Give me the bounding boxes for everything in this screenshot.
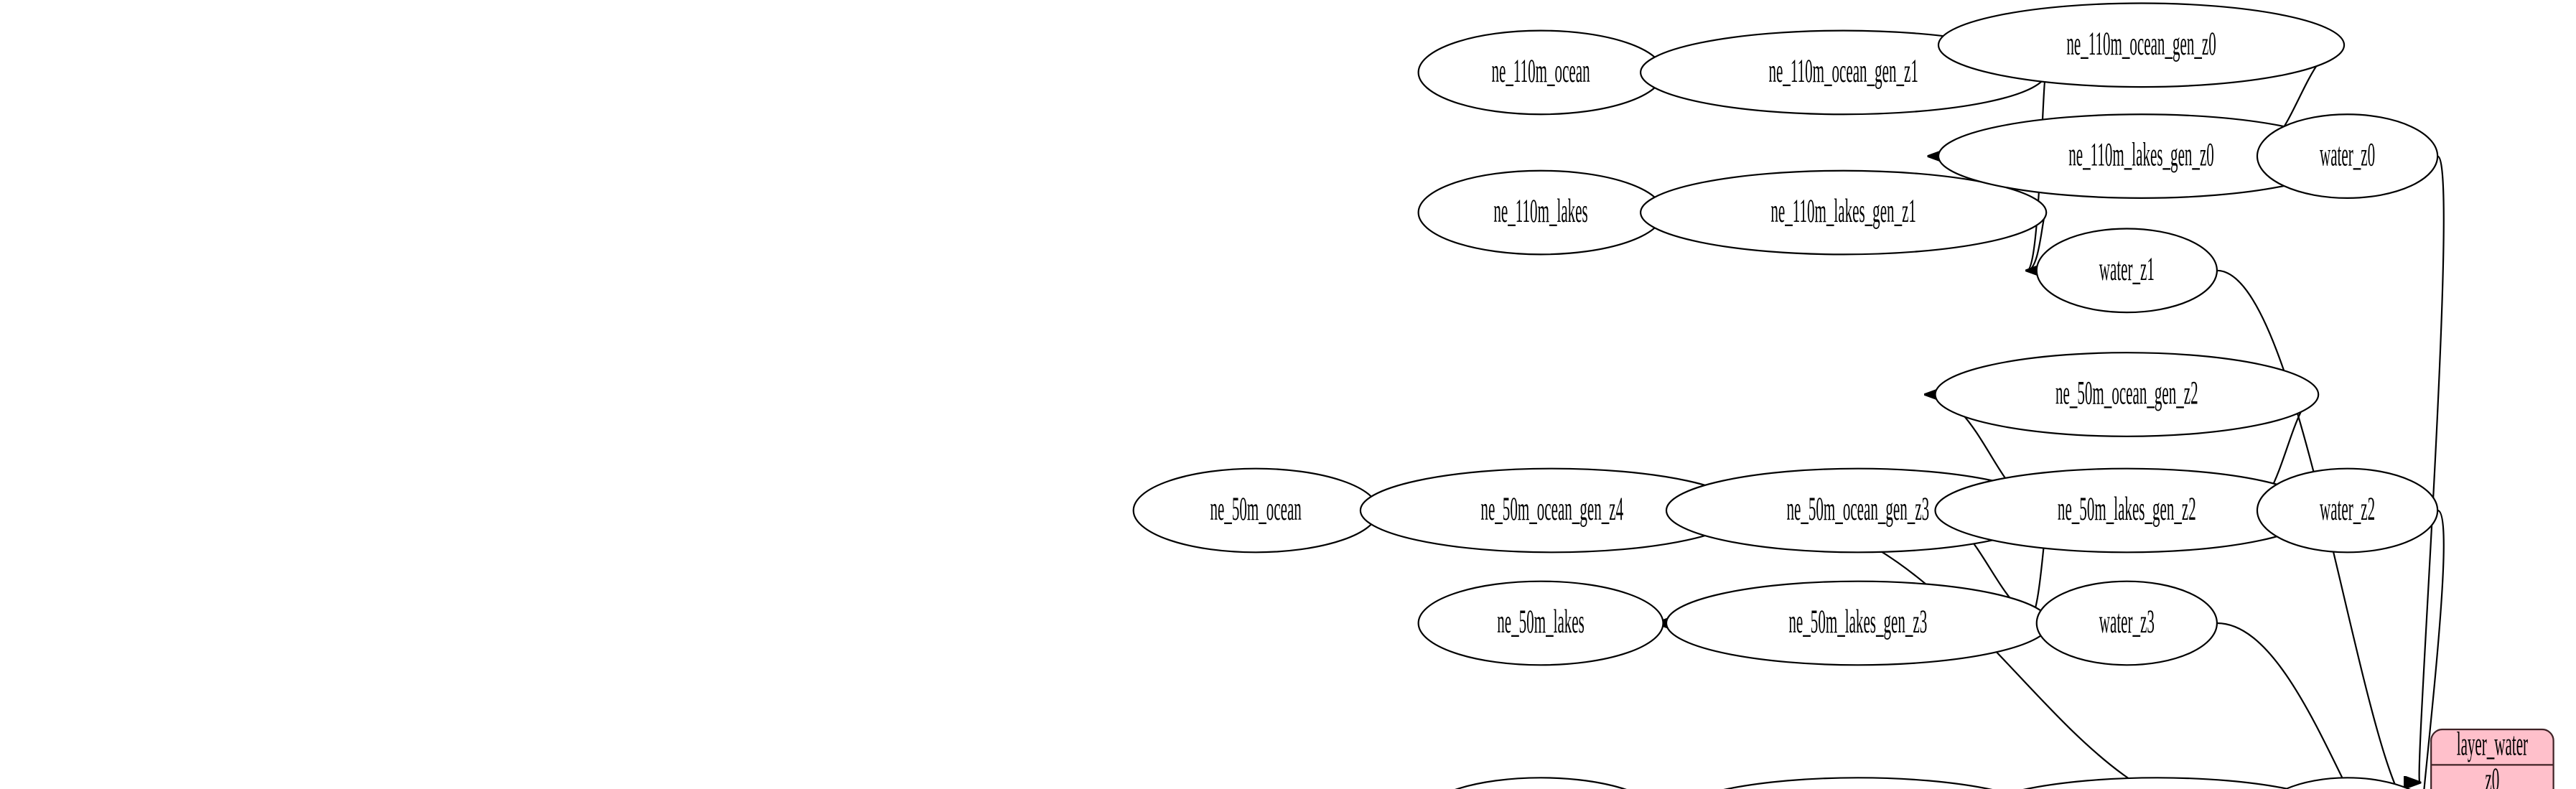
node-label: ne_110m_lakes [1493,192,1587,230]
graph-node-ne_110m_lakes_gen_z1[interactable]: ne_110m_lakes_gen_z1 [1641,171,2046,255]
node-ellipse [2037,582,2217,666]
record-node-layer: layer_waterz0z1z2z3z4z5z6z7z8z9z10z11z12… [2431,725,2553,789]
node-label: ne_50m_lakes [1497,603,1585,640]
graph-edge-water_z3-to-layer_water-z3 [2217,623,2420,789]
node-ellipse [2257,778,2437,789]
graph-node-ne_50m_ocean_gen_z3[interactable]: ne_50m_ocean_gen_z3 [1666,469,2050,553]
record-row-z0[interactable]: z0 [2485,761,2499,789]
record-title: layer_water [2457,725,2528,762]
node-label: water_z2 [2320,490,2375,528]
graph-node-ne_50m_lakes_gen_z3[interactable]: ne_50m_lakes_gen_z3 [1666,582,2050,666]
node-ellipse [1966,778,2349,789]
node-label: ne_50m_ocean_gen_z2 [2055,374,2198,411]
graph-node-ne_50m_ocean_gen_z2[interactable]: ne_50m_ocean_gen_z2 [1935,353,2318,436]
node-label: ne_110m_lakes_gen_z1 [1770,192,1916,230]
graph-node-ne_110m_ocean_gen_z0[interactable]: ne_110m_ocean_gen_z0 [1938,3,2344,87]
graph-node-ne_110m_ocean[interactable]: ne_110m_ocean [1419,31,1663,115]
graph-node-ne_10m_lakes_gen_z4[interactable]: ne_10m_lakes_gen_z4 [1966,778,2349,789]
node-ellipse [1419,582,1663,666]
node-ellipse [1641,171,2046,255]
node-label: water_z0 [2320,136,2375,173]
node-ellipse [2037,228,2217,312]
nodes-layer: imposm3osm_water_polygonosm_ocean_polygo… [1,3,2437,789]
node-label: ne_110m_ocean_gen_z0 [2066,25,2216,62]
record-node-layer-water[interactable]: layer_waterz0z1z2z3z4z5z6z7z8z9z10z11z12… [2431,725,2553,789]
node-ellipse [2257,114,2437,198]
graph-node-water_z2[interactable]: water_z2 [2257,469,2437,553]
node-ellipse [1938,3,2344,87]
node-ellipse [1935,353,2318,436]
graph-node-ne_50m_ocean_gen_z4[interactable]: ne_50m_ocean_gen_z4 [1361,469,1744,553]
node-ellipse [2257,469,2437,553]
graph-node-ne_10m_lakes[interactable]: ne_10m_lakes [1419,778,1663,789]
graph-edge-water_z0-to-layer_water-z0 [2419,157,2444,783]
node-label: water_z1 [2099,251,2155,288]
graph-node-ne_110m_lakes[interactable]: ne_110m_lakes [1419,171,1663,255]
graph-edge-water_z2-to-layer_water-z2 [2419,510,2444,789]
graph-node-ne_10m_lakes_gen_z5[interactable]: ne_10m_lakes_gen_z5 [1666,778,2050,789]
node-ellipse [1419,778,1663,789]
graph-node-water_z1[interactable]: water_z1 [2037,228,2217,312]
graph-node-water_z4[interactable]: water_z4 [2257,778,2437,789]
node-label: ne_110m_lakes_gen_z0 [2068,136,2214,173]
node-label: ne_50m_ocean_gen_z3 [1787,490,1930,528]
node-label: ne_50m_ocean [1210,490,1301,528]
node-label: water_z3 [2099,603,2155,640]
record-body [2431,729,2553,789]
graph-node-ne_110m_lakes_gen_z0[interactable]: ne_110m_lakes_gen_z0 [1938,114,2344,198]
node-label: ne_50m_ocean_gen_z4 [1480,490,1623,528]
node-label: ne_50m_lakes_gen_z2 [2058,490,2196,528]
node-ellipse [1666,778,2050,789]
graph-node-water_z0[interactable]: water_z0 [2257,114,2437,198]
graph-node-ne_50m_ocean[interactable]: ne_50m_ocean [1134,469,1378,553]
graph-node-water_z3[interactable]: water_z3 [2037,582,2217,666]
graph-node-ne_50m_lakes[interactable]: ne_50m_lakes [1419,582,1663,666]
node-label: ne_110m_ocean [1492,52,1590,90]
node-label: ne_110m_ocean_gen_z1 [1768,52,1918,90]
node-label: ne_50m_lakes_gen_z3 [1788,603,1927,640]
